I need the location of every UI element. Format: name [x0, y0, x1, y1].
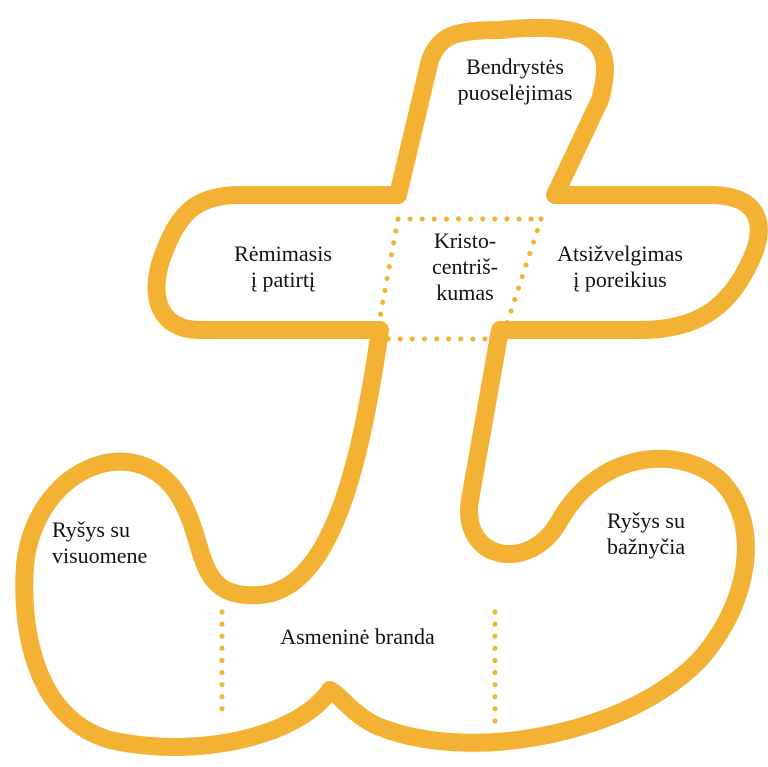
node-center-line3: kumas [436, 280, 494, 305]
node-bendrystes-puoselejimas: Bendrystės puoselėjimas [450, 54, 580, 106]
node-left-line2: į patirtį [250, 267, 316, 292]
node-remimasis-i-patirti: Rėmimasis į patirtį [208, 241, 358, 293]
node-right-line1: Atsižvelgimas [557, 241, 683, 266]
node-bottom-left-line2: visuomene [52, 543, 148, 568]
node-bottom-left-line1: Ryšys su [52, 517, 130, 542]
node-atsizvelgimas-i-poreikius: Atsižvelgimas į poreikius [540, 241, 700, 293]
node-bottom-center-text: Asmeninė branda [280, 624, 435, 649]
node-bottom-right-line2: bažnyčia [607, 534, 686, 559]
node-center-line1: Kristo- [433, 228, 497, 253]
node-kristocentriskumas: Kristo- centriš- kumas [405, 228, 525, 306]
node-bottom-right-line1: Ryšys su [607, 508, 685, 533]
node-center-line2: centriš- [432, 254, 498, 279]
node-left-line1: Rėmimasis [234, 241, 332, 266]
node-rysys-su-visuomene: Ryšys su visuomene [52, 517, 182, 569]
anchor-cross-outline [15, 18, 768, 756]
node-asmenine-branda: Asmeninė branda [250, 624, 465, 650]
center-box-divider-left [373, 216, 401, 342]
node-top-line1: Bendrystės [466, 54, 564, 79]
node-right-line2: į poreikius [573, 267, 667, 292]
node-top-line2: puoselėjimas [457, 80, 573, 105]
center-box-divider-right [499, 216, 544, 342]
node-rysys-su-baznycia: Ryšys su bažnyčia [607, 508, 727, 560]
